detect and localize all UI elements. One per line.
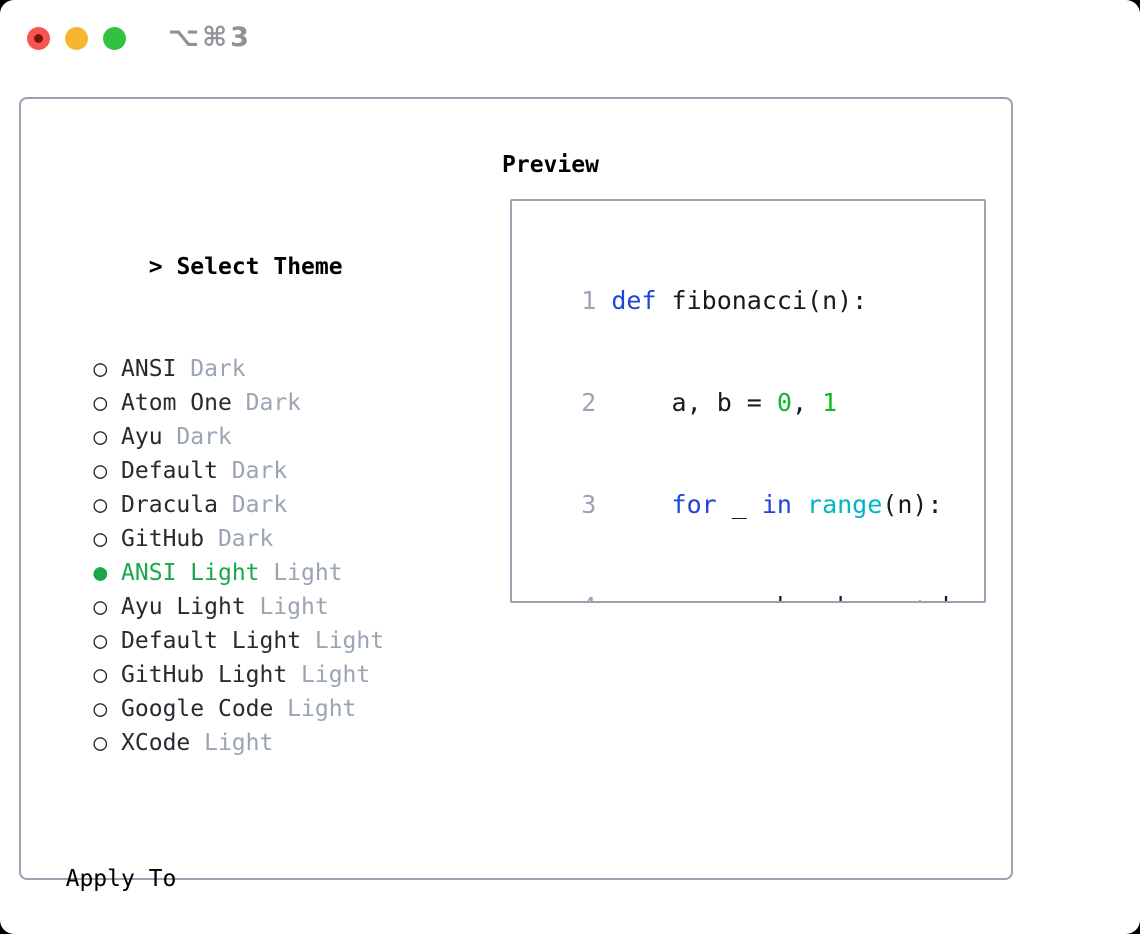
theme-variant-tag: Light xyxy=(204,730,274,756)
theme-variant-tag: Light xyxy=(301,662,371,688)
theme-list-item[interactable]: ● ANSI Light Light xyxy=(38,522,426,586)
line-number: 2 xyxy=(581,388,597,417)
apply-to-header: Apply To xyxy=(65,866,177,892)
code-token xyxy=(596,490,671,519)
code-token: , xyxy=(791,388,823,417)
code-token: a, b = xyxy=(596,388,777,417)
theme-list-item[interactable]: ○ Default Dark xyxy=(38,420,426,484)
code-content: a, b = b, a + b xyxy=(596,592,958,601)
theme-list-title: Select Theme xyxy=(176,254,343,280)
code-token xyxy=(792,490,807,519)
code-content: a, b = 0, 1 xyxy=(596,388,838,417)
code-token: for xyxy=(671,490,717,519)
theme-name: GitHub xyxy=(121,526,205,552)
theme-list-item[interactable]: ○ Google Code Light xyxy=(38,658,426,722)
theme-name: Atom One xyxy=(121,390,232,416)
theme-list-item[interactable]: ○ Ayu Light Light xyxy=(38,556,426,620)
line-number: 1 xyxy=(581,286,597,315)
theme-list-item[interactable]: ○ GitHub Light Light xyxy=(38,624,426,688)
theme-name: ANSI xyxy=(121,356,177,382)
theme-variant-tag: Dark xyxy=(176,424,232,450)
preview-pane: 1 def fibonacci(n): 2 a, b = 0, 1 3 for … xyxy=(510,199,986,603)
theme-list-header: > Select Theme xyxy=(38,216,426,280)
theme-list-item[interactable]: ○ Default Light Light xyxy=(38,590,426,654)
theme-list-item[interactable]: ○ Ayu Dark xyxy=(38,386,426,450)
radio-off-icon: ○ xyxy=(93,492,108,518)
radio-off-icon: ○ xyxy=(93,594,108,620)
theme-variant-tag: Light xyxy=(259,594,329,620)
radio-off-icon: ○ xyxy=(93,662,108,688)
theme-name: Ayu xyxy=(121,424,163,450)
radio-off-icon: ○ xyxy=(93,730,108,756)
radio-off-icon: ○ xyxy=(93,424,108,450)
code-token: range xyxy=(807,490,883,519)
code-line: 3 for _ in range(n): xyxy=(521,454,984,556)
radio-off-icon: ○ xyxy=(93,356,108,382)
close-button-inner-dot xyxy=(34,34,43,43)
radio-off-icon: ○ xyxy=(93,696,108,722)
theme-name: Default Light xyxy=(121,628,302,654)
theme-variant-tag: Dark xyxy=(231,458,288,484)
theme-variant-tag: Dark xyxy=(231,492,288,518)
code-token xyxy=(596,286,611,315)
code-line: 4 a, b = b, a + b xyxy=(521,556,984,601)
theme-list-item[interactable]: ○ GitHub Dark xyxy=(38,488,426,552)
theme-name: XCode xyxy=(121,730,191,756)
code-token: def xyxy=(611,286,657,315)
code-content: def fibonacci(n): xyxy=(596,286,867,315)
theme-list-item[interactable]: ○ Atom One Dark xyxy=(38,352,426,416)
theme-name: Default xyxy=(121,458,218,484)
close-button[interactable] xyxy=(27,27,50,50)
radio-off-icon: ○ xyxy=(93,390,108,416)
theme-name: ANSI Light xyxy=(121,560,260,586)
code-line: 1 def fibonacci(n): xyxy=(521,250,984,352)
line-number: 4 xyxy=(581,592,596,601)
theme-name: Dracula xyxy=(121,492,218,518)
window-title: ⌥⌘3 xyxy=(168,22,252,53)
theme-variant-tag: Light xyxy=(273,560,343,586)
theme-name: Ayu Light xyxy=(121,594,246,620)
theme-variant-tag: Dark xyxy=(190,356,246,382)
theme-variant-tag: Light xyxy=(314,628,385,654)
theme-list-item[interactable]: ○ Dracula Dark xyxy=(38,454,426,518)
code-token: 0 xyxy=(776,388,792,417)
radio-off-icon: ○ xyxy=(93,458,108,484)
theme-variant-tag: Dark xyxy=(245,390,302,416)
code-token: fibonacci(n): xyxy=(656,286,868,315)
code-token: _ xyxy=(716,490,762,519)
radio-off-icon: ○ xyxy=(93,526,108,552)
theme-variant-tag: Light xyxy=(287,696,357,722)
theme-name: GitHub Light xyxy=(121,662,288,688)
theme-list-item[interactable]: ○ XCode Light xyxy=(38,692,426,756)
minimize-button[interactable] xyxy=(65,27,88,50)
focus-cursor-icon: > xyxy=(148,254,163,280)
zoom-button[interactable] xyxy=(103,27,126,50)
code-token: in xyxy=(761,490,792,519)
theme-list-item[interactable]: ○ ANSI Dark xyxy=(38,318,426,382)
code-token: a, b = b, a + b xyxy=(596,592,958,601)
code-content: for _ in range(n): xyxy=(596,490,943,519)
code-token: (n): xyxy=(882,490,943,519)
radio-off-icon: ○ xyxy=(93,628,108,654)
preview-title: Preview xyxy=(502,152,599,178)
code-line: 2 a, b = 0, 1 xyxy=(521,352,984,454)
line-number: 3 xyxy=(581,490,597,519)
titlebar: ⌥⌘3 xyxy=(0,0,1140,76)
code-token: 1 xyxy=(822,388,838,417)
theme-variant-tag: Dark xyxy=(217,526,274,552)
radio-on-icon: ● xyxy=(93,560,108,586)
theme-name: Google Code xyxy=(121,696,274,722)
